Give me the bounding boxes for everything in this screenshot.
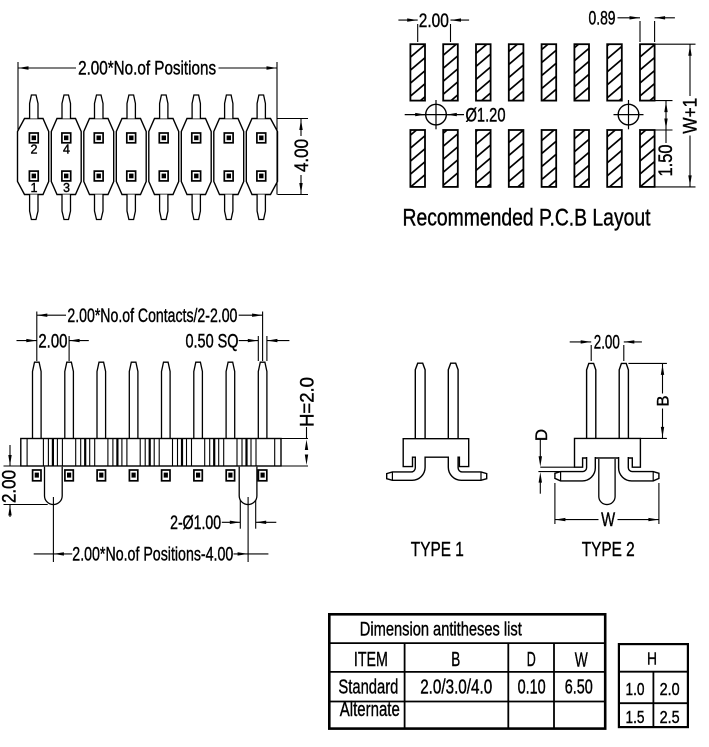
svg-text:2.00*No.of Contacts/2-2.00: 2.00*No.of Contacts/2-2.00 <box>67 306 237 327</box>
svg-text:0.89: 0.89 <box>589 9 616 30</box>
svg-text:0.10: 0.10 <box>518 676 546 699</box>
svg-text:D: D <box>532 429 551 441</box>
svg-text:Dimension antitheses list: Dimension antitheses list <box>360 620 523 641</box>
svg-text:3: 3 <box>63 180 70 195</box>
svg-text:2.00: 2.00 <box>0 470 20 503</box>
svg-text:1.5: 1.5 <box>626 707 645 727</box>
svg-text:B: B <box>451 648 460 671</box>
svg-text:6.50: 6.50 <box>565 676 593 699</box>
svg-text:Standard: Standard <box>338 676 398 699</box>
svg-text:TYPE 1: TYPE 1 <box>411 538 464 561</box>
svg-text:1.0: 1.0 <box>626 679 645 699</box>
svg-text:2.00: 2.00 <box>419 11 449 32</box>
svg-text:H=2.0: H=2.0 <box>298 377 319 427</box>
svg-text:2-Ø1.00: 2-Ø1.00 <box>170 513 221 534</box>
svg-text:D: D <box>527 648 536 671</box>
svg-text:2.00: 2.00 <box>594 333 620 354</box>
svg-text:ITEM: ITEM <box>354 648 388 671</box>
svg-text:2.0: 2.0 <box>660 679 680 699</box>
svg-text:1.50: 1.50 <box>656 145 677 177</box>
svg-text:2.00*No.of Positions: 2.00*No.of Positions <box>78 59 216 80</box>
svg-text:4: 4 <box>63 142 70 157</box>
svg-text:2.00: 2.00 <box>38 331 67 352</box>
svg-text:Recommended P.C.B Layout: Recommended P.C.B Layout <box>403 205 651 232</box>
svg-text:H: H <box>647 648 657 668</box>
svg-text:0.50 SQ: 0.50 SQ <box>186 331 239 352</box>
svg-text:4.00: 4.00 <box>292 139 313 172</box>
svg-text:2: 2 <box>31 142 38 157</box>
svg-text:1: 1 <box>31 180 38 195</box>
svg-text:2.00*No.of Positions-4.00: 2.00*No.of Positions-4.00 <box>72 545 233 566</box>
svg-text:B: B <box>654 396 673 407</box>
svg-text:W: W <box>601 510 615 531</box>
svg-text:W: W <box>575 649 588 672</box>
svg-text:W+1: W+1 <box>680 98 701 134</box>
svg-text:Ø1.20: Ø1.20 <box>466 105 506 126</box>
svg-text:2.0/3.0/4.0: 2.0/3.0/4.0 <box>420 676 492 699</box>
svg-text:2.5: 2.5 <box>660 707 680 727</box>
svg-text:Alternate: Alternate <box>340 698 400 721</box>
svg-text:TYPE 2: TYPE 2 <box>582 538 635 561</box>
